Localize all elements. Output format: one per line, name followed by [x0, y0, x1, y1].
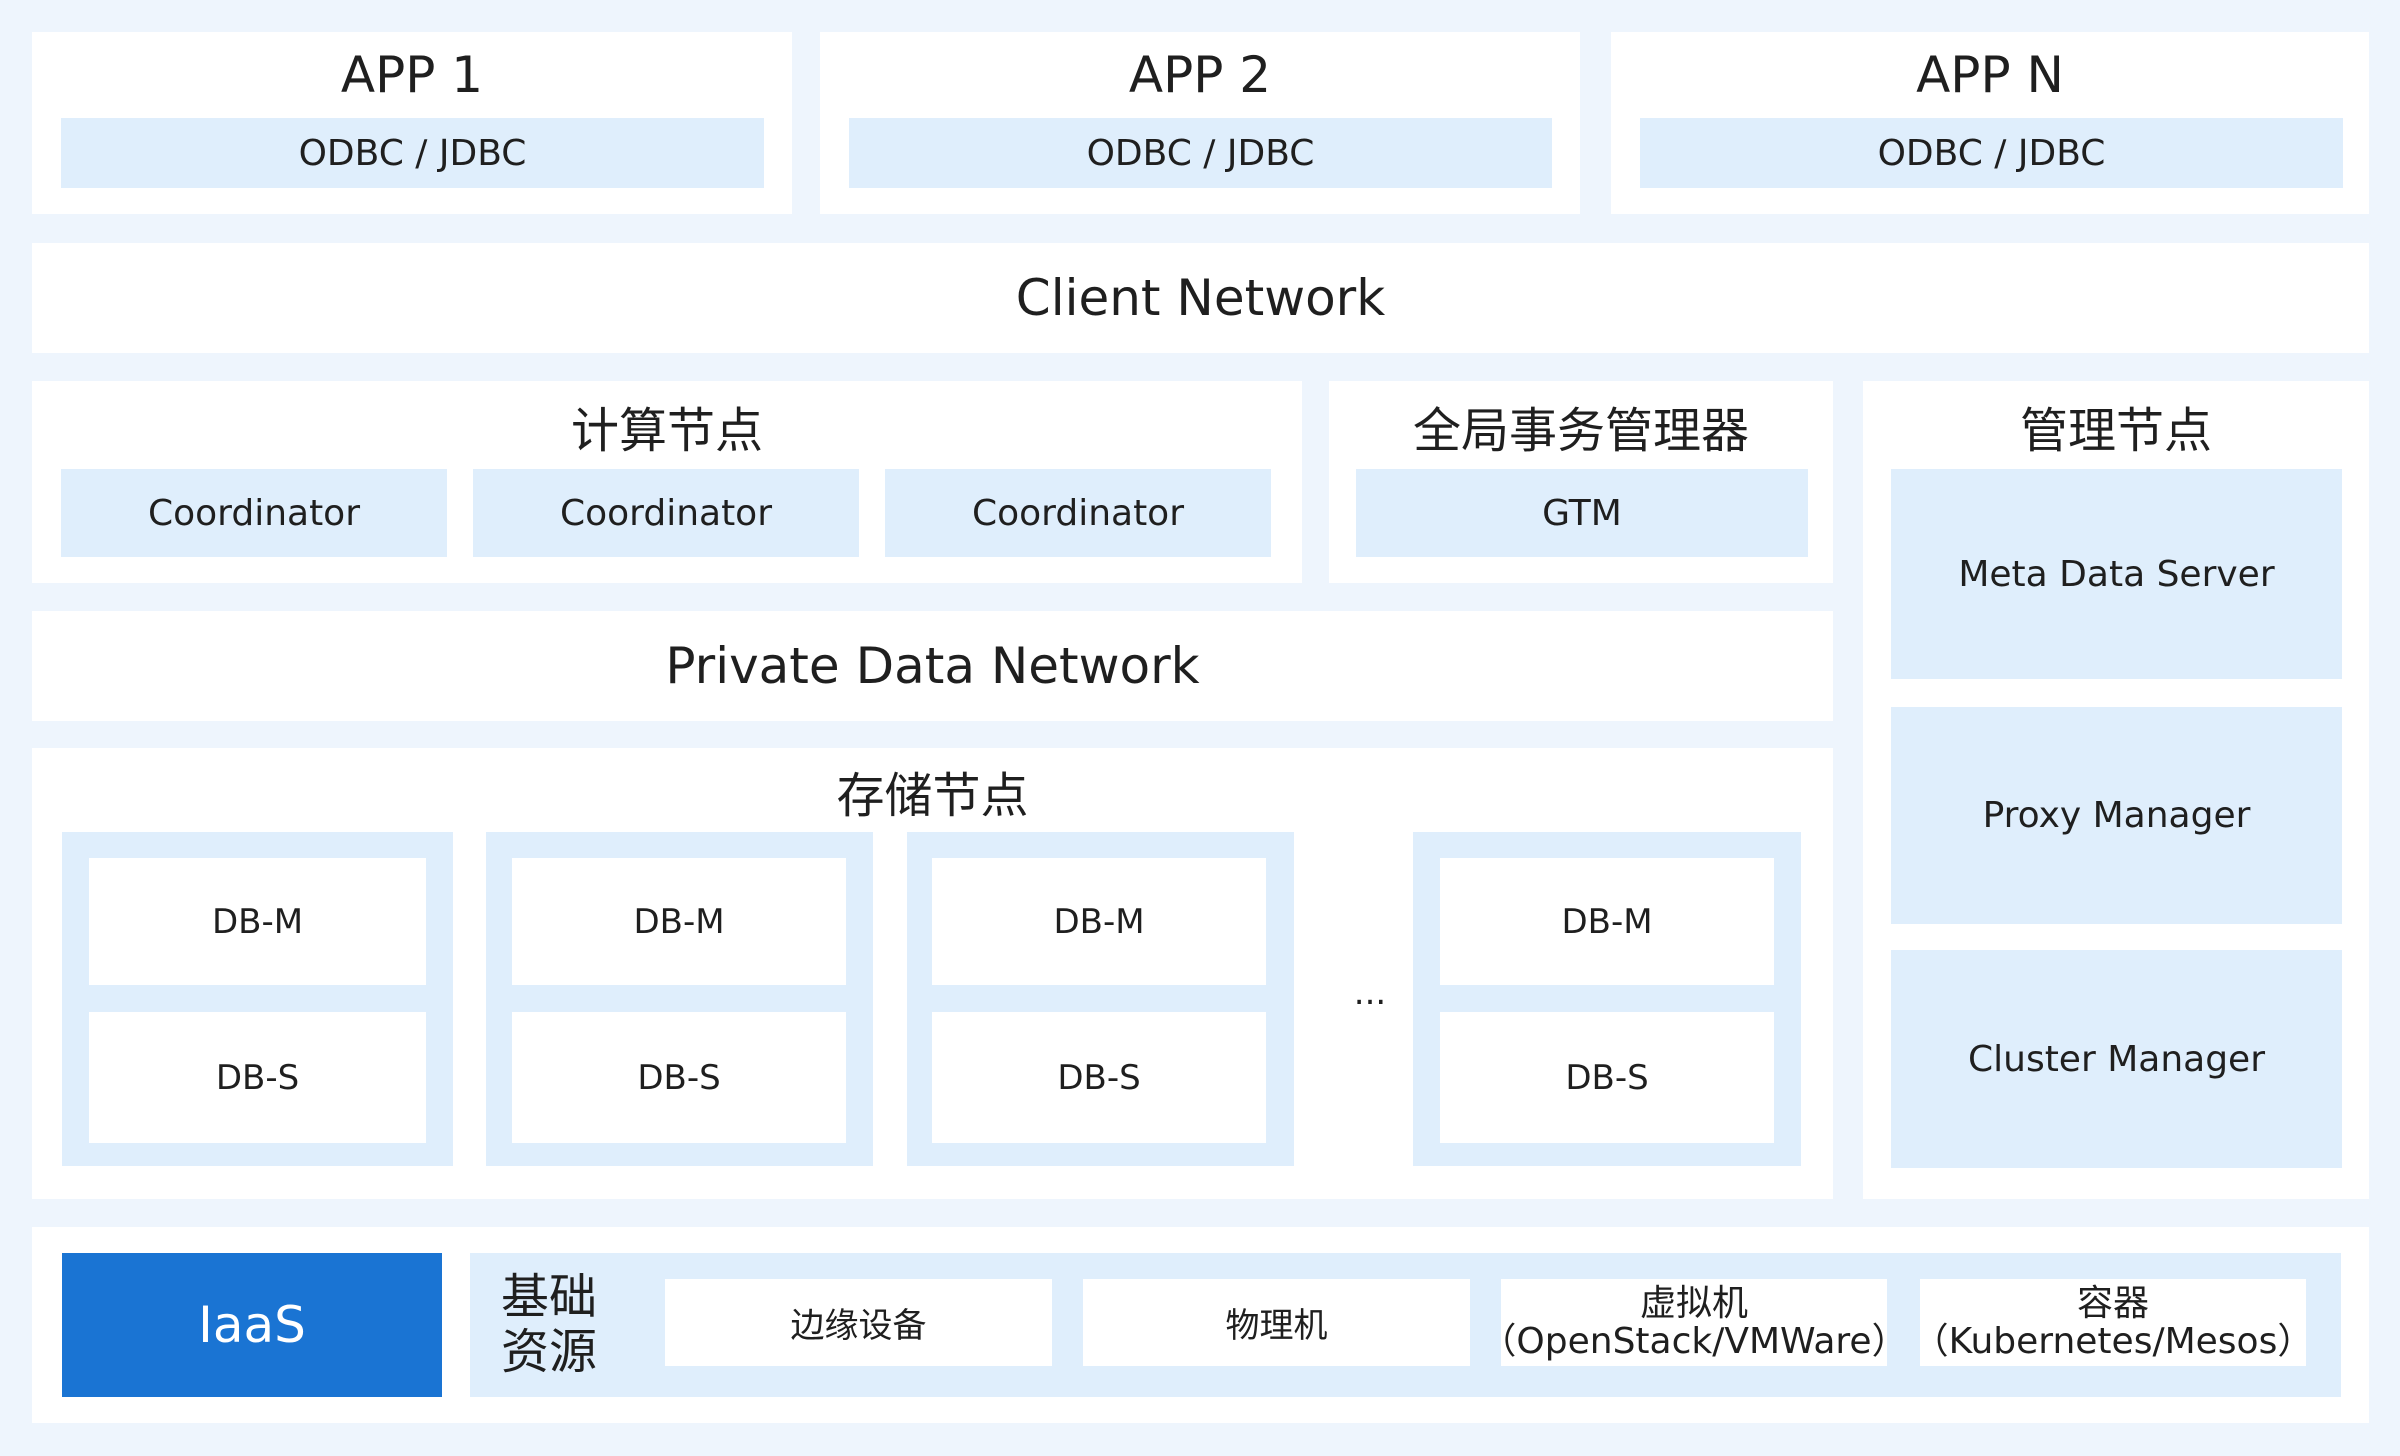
app-panel-n: APP N ODBC / JDBC	[1611, 32, 2369, 214]
app-panel-2: APP 2 ODBC / JDBC	[820, 32, 1580, 214]
storage-group: DB-M DB-S	[907, 832, 1294, 1166]
gtm-box: GTM	[1356, 469, 1808, 557]
vm-subtitle: （OpenStack/VMWare）	[1480, 1320, 1908, 1362]
infrastructure-panel: IaaS 基础 资源 边缘设备 物理机 虚拟机 （OpenStack/VMWar…	[32, 1227, 2369, 1423]
storage-group: DB-M DB-S	[1413, 832, 1801, 1166]
client-network-bar: Client Network	[32, 243, 2369, 353]
iaas-box: IaaS	[62, 1253, 442, 1397]
coordinator-box: Coordinator	[885, 469, 1271, 557]
storage-nodes-title: 存储节点	[836, 768, 1029, 824]
driver-box: ODBC / JDBC	[1640, 118, 2343, 188]
edge-device-box: 边缘设备	[665, 1279, 1052, 1366]
app-title: APP 1	[340, 46, 484, 104]
infrastructure-resources-area: 基础 资源 边缘设备 物理机 虚拟机 （OpenStack/VMWare） 容器…	[470, 1253, 2341, 1397]
storage-nodes-panel: 存储节点 DB-M DB-S DB-M DB-S DB-M DB-S ... D…	[32, 748, 1833, 1199]
container-box: 容器 （Kubernetes/Mesos）	[1913, 1279, 2313, 1366]
vm-title: 虚拟机	[1639, 1282, 1748, 1324]
driver-box: ODBC / JDBC	[61, 118, 764, 188]
container-title: 容器	[2076, 1282, 2149, 1324]
proxy-manager-box: Proxy Manager	[1891, 707, 2342, 924]
db-slave-box: DB-S	[1440, 1012, 1774, 1143]
app-title: APP 2	[1128, 46, 1272, 104]
db-slave-box: DB-S	[89, 1012, 426, 1143]
virtual-machine-box: 虚拟机 （OpenStack/VMWare）	[1480, 1279, 1908, 1366]
driver-box: ODBC / JDBC	[849, 118, 1552, 188]
db-master-box: DB-M	[512, 858, 846, 985]
management-nodes-title: 管理节点	[2019, 403, 2212, 459]
db-slave-box: DB-S	[512, 1012, 846, 1143]
coordinator-box: Coordinator	[61, 469, 447, 557]
container-subtitle: （Kubernetes/Mesos）	[1912, 1320, 2314, 1362]
storage-group: DB-M DB-S	[486, 832, 873, 1166]
gtm-title: 全局事务管理器	[1412, 403, 1749, 459]
app-panel-1: APP 1 ODBC / JDBC	[32, 32, 792, 214]
app-title: APP N	[1916, 46, 2064, 104]
private-data-network-bar: Private Data Network	[32, 611, 1833, 721]
label-line: 资源	[500, 1324, 597, 1380]
management-nodes-panel: 管理节点 Meta Data Server Proxy Manager Clus…	[1863, 381, 2369, 1199]
gtm-panel: 全局事务管理器 GTM	[1329, 381, 1833, 583]
physical-machine-box: 物理机	[1083, 1279, 1470, 1366]
infrastructure-resources-label: 基础 资源	[494, 1253, 604, 1397]
compute-nodes-panel: 计算节点 Coordinator Coordinator Coordinator	[32, 381, 1302, 583]
compute-nodes-title: 计算节点	[570, 403, 763, 459]
label-line: 基础	[500, 1268, 597, 1325]
meta-data-server-box: Meta Data Server	[1891, 469, 2342, 679]
db-master-box: DB-M	[1440, 858, 1774, 985]
more-groups-ellipsis: ...	[1353, 973, 1387, 1013]
coordinator-box: Coordinator	[473, 469, 859, 557]
db-slave-box: DB-S	[932, 1012, 1266, 1143]
db-master-box: DB-M	[89, 858, 426, 985]
storage-group: DB-M DB-S	[62, 832, 453, 1166]
db-master-box: DB-M	[932, 858, 1266, 985]
cluster-manager-box: Cluster Manager	[1891, 950, 2342, 1168]
